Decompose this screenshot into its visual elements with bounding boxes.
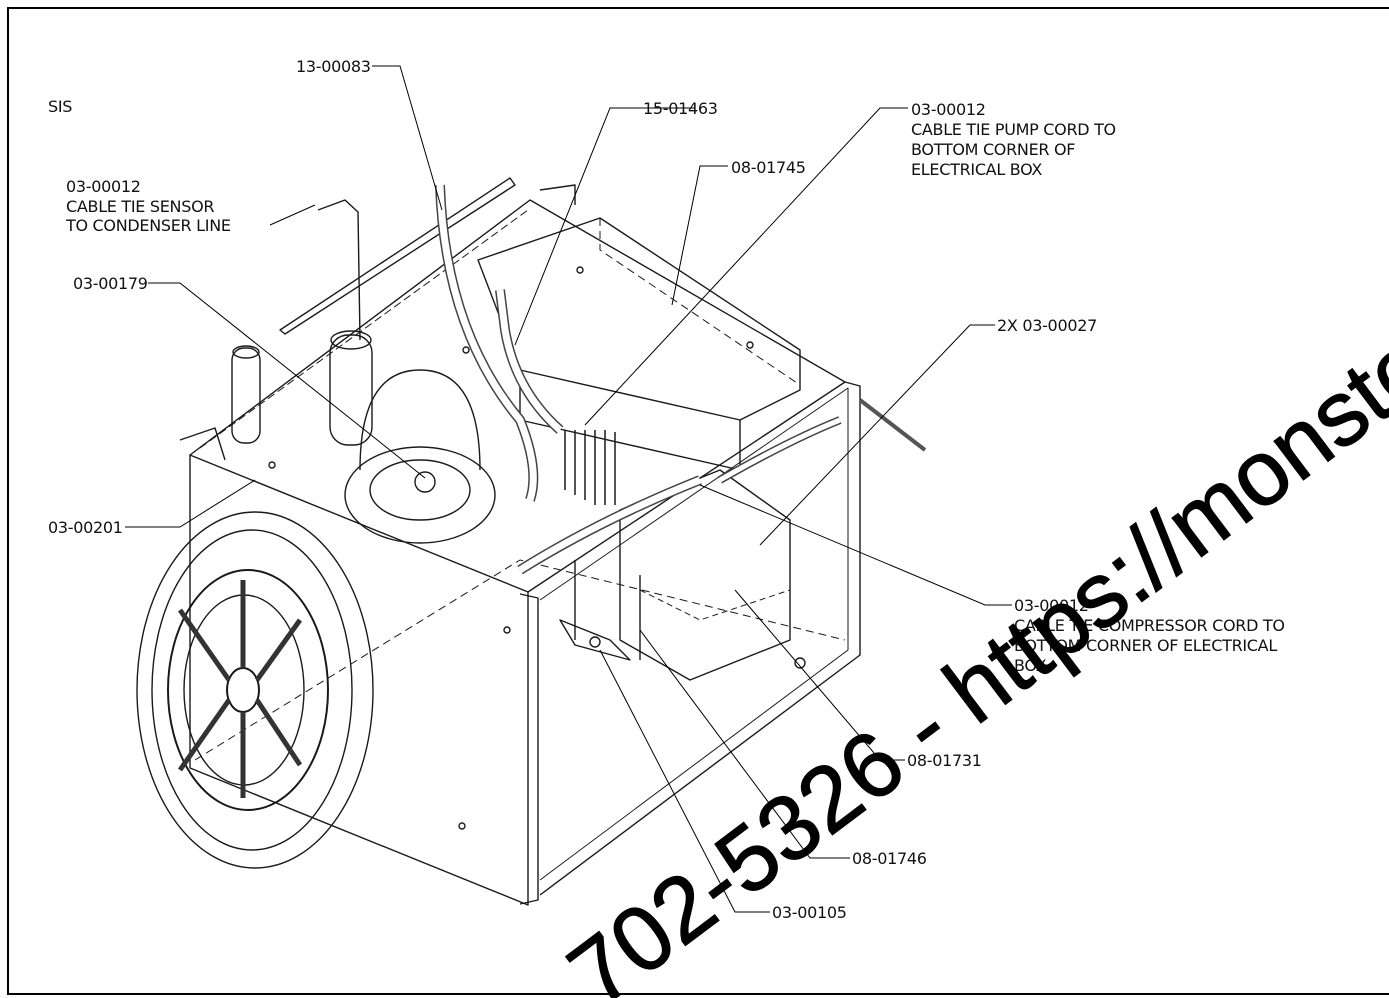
callout-08-01745: 08-01745 <box>731 158 806 177</box>
callout-2x-03-00027: 2X 03-00027 <box>997 316 1097 335</box>
callout-03-00012-comp-line3: BOTTOM CORNER OF ELECTRICAL <box>1014 636 1277 655</box>
callout-13-00083: 13-00083 <box>296 57 371 76</box>
callout-03-00012-pump-line4: ELECTRICAL BOX <box>911 160 1042 179</box>
callout-15-01463: 15-01463 <box>643 99 718 118</box>
callout-03-00012-comp-line1: 03-00012 <box>1014 596 1089 615</box>
callout-03-00012-pump-line1: 03-00012 <box>911 100 986 119</box>
drawing-border <box>7 7 1389 995</box>
callout-03-00105: 03-00105 <box>772 903 847 922</box>
callout-03-00012-sensor-line3: TO CONDENSER LINE <box>65 216 231 235</box>
callout-03-00012-sensor-line2: CABLE TIE SENSOR <box>66 197 214 216</box>
part-labels: SIS 13-00083 15-01463 08-01745 03-00012 … <box>48 57 1285 922</box>
callout-08-01746: 08-01746 <box>852 849 927 868</box>
callout-03-00012-comp-line4: BOX <box>1014 656 1047 675</box>
callout-03-00179: 03-00179 <box>73 274 148 293</box>
callout-03-00012-pump-line2: CABLE TIE PUMP CORD TO <box>911 120 1116 139</box>
callout-03-00012-pump-line3: BOTTOM CORNER OF <box>911 140 1075 159</box>
callout-08-01731: 08-01731 <box>907 751 982 770</box>
partial-heading: SIS <box>48 97 72 116</box>
callout-03-00012-sensor-line1: 03-00012 <box>66 177 141 196</box>
cart-assembly-drawing <box>136 177 927 906</box>
callout-03-00201: 03-00201 <box>48 518 123 537</box>
callout-03-00012-comp-line2: CABLE TIE COMPRESSOR CORD TO <box>1014 616 1285 635</box>
leader-lines <box>125 65 1012 913</box>
